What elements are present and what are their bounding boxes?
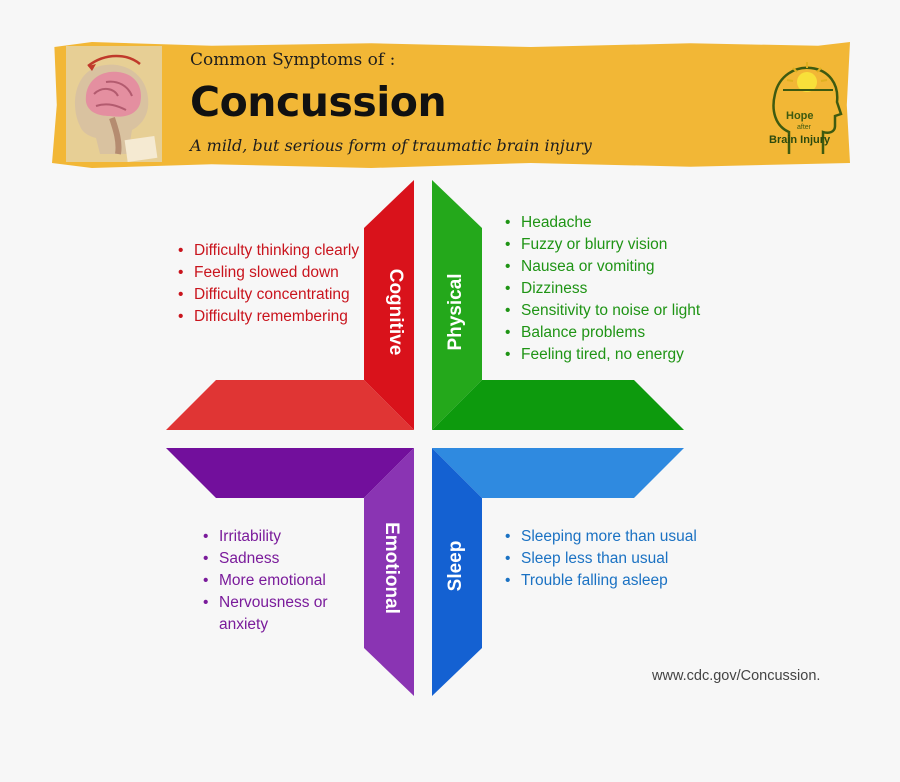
- cognitive-arm: [364, 180, 414, 430]
- emotional-label: Emotional: [381, 522, 402, 614]
- subtitle: Common Symptoms of :: [190, 50, 396, 70]
- cognitive-symptom-list: Difficulty thinking clearly Feeling slow…: [176, 240, 366, 328]
- list-item: Dizziness: [503, 278, 763, 300]
- emotional-arm: [364, 448, 414, 696]
- list-item: Sleeping more than usual: [503, 526, 763, 548]
- list-item: Difficulty remembering: [176, 306, 366, 328]
- list-item: Feeling tired, no energy: [503, 344, 763, 366]
- sleep-symptom-list: Sleeping more than usual Sleep less than…: [503, 526, 763, 592]
- cognitive-label: Cognitive: [385, 268, 406, 356]
- list-item: More emotional: [201, 570, 371, 592]
- list-item: Irritability: [201, 526, 371, 548]
- list-item: Nausea or vomiting: [503, 256, 763, 278]
- sleep-arm-horizontal: [432, 448, 684, 498]
- page-title: Concussion: [190, 78, 447, 126]
- logo-text-brain-injury: Brain Injury: [769, 134, 831, 146]
- tagline: A mild, but serious form of traumatic br…: [190, 136, 592, 155]
- head-illustration: [66, 46, 162, 162]
- list-item: Balance problems: [503, 322, 763, 344]
- cognitive-arm-horizontal: [166, 380, 414, 430]
- sleep-label: Sleep: [445, 540, 466, 592]
- physical-symptom-list: Headache Fuzzy or blurry vision Nausea o…: [503, 212, 763, 366]
- list-item: Sadness: [201, 548, 371, 570]
- list-item: Difficulty thinking clearly: [176, 240, 366, 262]
- list-item: Feeling slowed down: [176, 262, 366, 284]
- title-banner: [52, 42, 850, 168]
- source-link: www.cdc.gov/Concussion.: [652, 668, 821, 684]
- list-item: Sensitivity to noise or light: [503, 300, 763, 322]
- physical-arm-horizontal: [432, 380, 684, 430]
- physical-arm: [432, 180, 482, 430]
- logo-text-hope: Hope: [786, 110, 814, 122]
- list-item: Fuzzy or blurry vision: [503, 234, 763, 256]
- list-item: Difficulty concentrating: [176, 284, 366, 306]
- list-item: Trouble falling asleep: [503, 570, 763, 592]
- logo-text-after: after: [797, 124, 812, 131]
- list-item: Sleep less than usual: [503, 548, 763, 570]
- emotional-arm-horizontal: [166, 448, 414, 498]
- physical-label: Physical: [445, 273, 466, 351]
- list-item: Nervousness or anxiety: [201, 592, 371, 636]
- hope-after-brain-injury-logo: [765, 54, 845, 158]
- emotional-symptom-list: Irritability Sadness More emotional Nerv…: [201, 526, 371, 636]
- sleep-arm: [432, 448, 482, 696]
- list-item: Headache: [503, 212, 763, 234]
